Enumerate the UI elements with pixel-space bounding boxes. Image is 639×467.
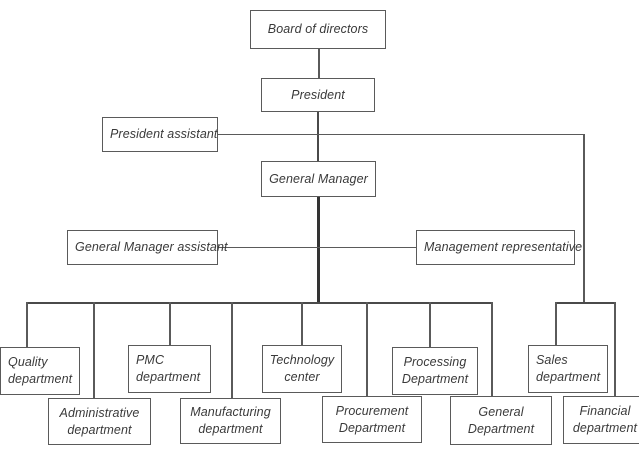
node-label-line: Department (467, 421, 535, 436)
connector-drop-quality (26, 302, 28, 347)
node-label-line: General Manager (269, 171, 368, 186)
node-president-assistant[interactable]: President assistant (102, 117, 218, 152)
connector-drop-administrative (93, 302, 95, 398)
node-technology-center[interactable]: Technology center (262, 345, 342, 393)
connector-drop-manufacturing (231, 302, 233, 398)
node-administrative-department[interactable]: Administrative department (48, 398, 151, 445)
connector-president-assistant-right-drop (583, 134, 585, 302)
connector-drop-sales (555, 302, 557, 345)
connector-board-to-president (318, 49, 320, 78)
node-sales-department[interactable]: Sales department (528, 345, 608, 393)
connector-drop-pmc (169, 302, 171, 345)
node-label-line: Processing (403, 355, 467, 369)
connector-gm-assistant-bus (217, 247, 417, 248)
node-label-line: Quality (8, 355, 48, 369)
node-financial-department[interactable]: Financial department (563, 396, 639, 444)
node-label-line: Financial (579, 404, 631, 418)
connector-general-manager-spine (317, 196, 320, 303)
node-processing-department[interactable]: Processing Department (392, 347, 478, 395)
node-label-line: department (67, 422, 132, 437)
connector-drop-procurement (366, 302, 368, 396)
connector-sales-financial-bus (555, 302, 615, 304)
node-general-manager[interactable]: General Manager (261, 161, 376, 197)
node-board-of-directors[interactable]: Board of directors (250, 10, 386, 49)
node-label-line: PMC (136, 353, 165, 367)
node-label-line: Manufacturing (190, 405, 271, 419)
node-president[interactable]: President (261, 78, 375, 112)
node-label-line: Technology (269, 353, 335, 367)
node-label-line: General (478, 404, 524, 419)
node-quality-department[interactable]: Quality department (0, 347, 80, 395)
node-general-manager-assistant[interactable]: General Manager assistant (67, 230, 227, 265)
node-procurement-department[interactable]: Procurement Department (322, 396, 422, 443)
node-label-line: department (536, 370, 601, 384)
node-pmc-department[interactable]: PMC department (128, 345, 211, 393)
node-label-line: Sales (536, 353, 568, 367)
node-general-department[interactable]: General Department (450, 396, 552, 445)
connector-president-to-general-manager (317, 112, 319, 162)
node-label-line: Management representative (424, 240, 583, 254)
connector-drop-financial (614, 302, 616, 396)
node-label-line: Department (401, 372, 469, 386)
connector-drop-general-department (491, 302, 493, 396)
node-label-line: department (8, 372, 73, 386)
node-label-line: Procurement (335, 403, 409, 418)
node-label-line: Board of directors (267, 22, 369, 36)
node-label-line: department (572, 421, 638, 435)
connector-drop-technology (301, 302, 303, 345)
node-label-line: Department (338, 420, 406, 435)
node-label-line: department (198, 422, 263, 436)
node-management-representative[interactable]: Management representative (416, 230, 582, 265)
node-label-line: General Manager assistant (75, 240, 228, 254)
connector-department-bus (26, 302, 492, 304)
connector-president-assistant-bus (217, 134, 584, 135)
node-label-line: President assistant (110, 127, 218, 141)
node-manufacturing-department[interactable]: Manufacturing department (180, 398, 281, 444)
node-label-line: department (136, 370, 201, 384)
connector-drop-processing (429, 302, 431, 347)
node-label-line: Administrative (59, 405, 140, 420)
node-label-line: President (291, 87, 345, 102)
node-label-line: center (284, 370, 320, 384)
